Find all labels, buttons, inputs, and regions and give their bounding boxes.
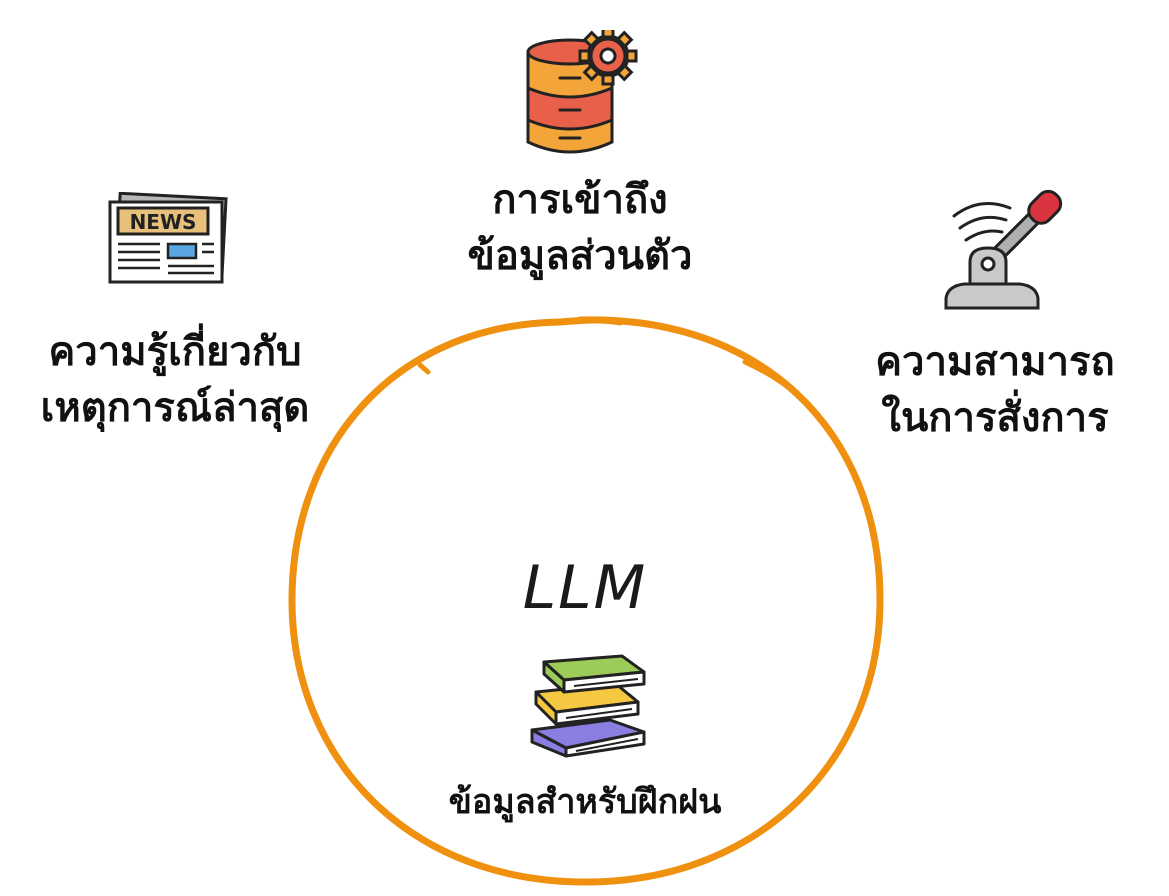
node-control-label: ความสามารถ ในการสั่งการ [840, 334, 1150, 446]
node-news-label: ความรู้เกี่ยวกับ เหตุการณ์ล่าสุด [10, 324, 340, 436]
llm-title: LLM [522, 553, 648, 623]
database-gear-icon [526, 30, 638, 154]
node-training-line1: ข้อมูลสำหรับฝึกฝน [448, 782, 722, 822]
node-data-access-line1: การเข้าถึง [492, 177, 668, 223]
joystick-lever-icon [944, 189, 1063, 310]
node-news-line2: เหตุการณ์ล่าสุด [40, 385, 310, 431]
newspaper-icon: NEWS [108, 192, 228, 284]
newspaper-icon-text: NEWS [130, 210, 197, 234]
node-news-line1: ความรู้เกี่ยวกับ [48, 329, 302, 375]
node-control-line1: ความสามารถ [875, 339, 1115, 385]
books-stack-icon [530, 654, 646, 758]
node-training-label: ข้อมูลสำหรับฝึกฝน [385, 774, 785, 830]
node-data-access-label: การเข้าถึง ข้อมูลส่วนตัว [400, 172, 760, 284]
node-data-access-line2: ข้อมูลส่วนตัว [467, 233, 693, 279]
node-control-line2: ในการสั่งการ [881, 395, 1109, 441]
